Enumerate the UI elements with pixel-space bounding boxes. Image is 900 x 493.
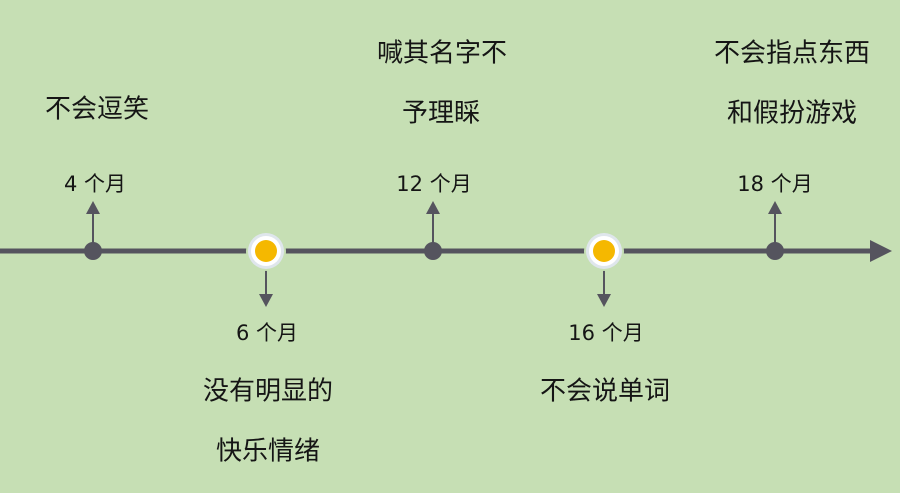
milestone-description: 不会指点东西 [713, 38, 871, 69]
highlight-marker-icon [593, 240, 615, 262]
milestone-description: 快乐情绪 [215, 436, 321, 467]
milestone-marker-18-months [766, 201, 784, 260]
arrow-up-icon [768, 201, 782, 214]
milestone-description: 和假扮游戏 [726, 98, 858, 129]
dot-marker-icon [766, 242, 784, 260]
arrow-up-icon [86, 201, 100, 214]
milestone-marker-6-months [246, 231, 286, 307]
dot-marker-icon [424, 242, 442, 260]
milestone-month-label: 12 个月 [396, 172, 472, 196]
milestone-marker-12-months [424, 201, 442, 260]
milestone-marker-4-months [84, 201, 102, 260]
milestone-description: 不会逗笑 [44, 94, 150, 125]
arrow-up-icon [426, 201, 440, 214]
milestone-marker-16-months [584, 231, 624, 307]
milestone-month-label: 4 个月 [63, 172, 127, 196]
dot-marker-icon [84, 242, 102, 260]
milestone-description: 予理睬 [401, 98, 481, 129]
highlight-marker-icon [255, 240, 277, 262]
milestone-month-label: 16 个月 [568, 321, 644, 345]
milestone-description: 没有明显的 [202, 376, 334, 407]
milestone-description: 喊其名字不 [376, 38, 508, 69]
arrow-down-icon [259, 294, 273, 307]
milestone-description: 不会说单词 [539, 376, 671, 407]
arrow-down-icon [597, 294, 611, 307]
timeline-arrowhead-icon [870, 240, 892, 262]
milestone-month-label: 18 个月 [737, 172, 813, 196]
milestone-month-label: 6 个月 [235, 321, 299, 345]
